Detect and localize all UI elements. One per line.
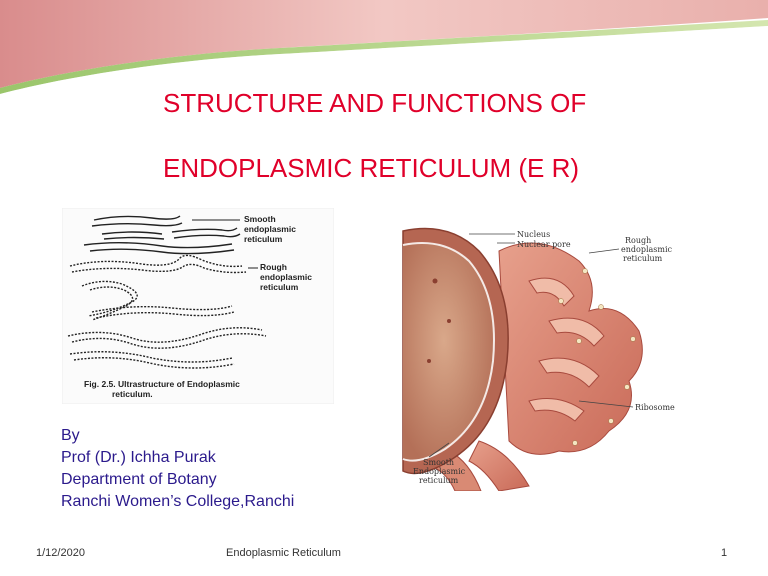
er-line-drawing-figure: Smooth endoplasmic reticulum Rough endop… — [62, 208, 334, 404]
footer-page-number: 1 — [721, 547, 728, 559]
left-fig-label-rough-1: Rough — [260, 262, 287, 272]
banner-white-gap — [0, 26, 768, 100]
er-membrane-folds — [432, 242, 643, 491]
footer-date: 1/12/2020 — [36, 547, 85, 559]
slide-title-line-1: STRUCTURE AND FUNCTIONS OF — [163, 88, 587, 118]
author-department: Department of Botany — [61, 471, 217, 488]
banner-pink-shape — [0, 0, 768, 88]
smooth-er-tubules — [83, 215, 241, 255]
rough-er-cisternae — [67, 254, 267, 369]
figure-leader-lines — [192, 219, 258, 269]
author-by: By — [61, 427, 80, 444]
banner-green-shape — [0, 20, 768, 94]
author-block: By Prof (Dr.) Ichha Purak Department of … — [61, 425, 294, 513]
slide-title-line-2: ENDOPLASMIC RETICULUM (E R) — [163, 153, 580, 183]
left-fig-label-smooth-2: endoplasmic — [244, 224, 296, 234]
right-fig-label-ribosome: Ribosome — [635, 403, 675, 412]
left-fig-label-rough-3: reticulum — [260, 282, 299, 292]
nucleus — [402, 227, 509, 475]
figure-leader-lines — [428, 233, 634, 458]
right-fig-label-rough-2: endoplasmic — [621, 245, 673, 254]
right-fig-label-rough-1: Rough — [625, 236, 651, 245]
author-college: Ranchi Women’s College,Ranchi — [61, 493, 295, 510]
left-fig-label-smooth-3: reticulum — [244, 234, 283, 244]
footer-title: Endoplasmic Reticulum — [226, 547, 341, 559]
decorative-banner — [0, 0, 768, 100]
right-fig-label-smooth-2: Endoplasmic — [413, 467, 466, 476]
left-fig-caption-1: Fig. 2.5. Ultrastructure of Endoplasmic — [84, 379, 240, 389]
ribosome-dots — [558, 268, 636, 446]
er-3d-illustration-figure: Nucleus Nuclear pore Rough endoplasmic r… — [389, 211, 709, 491]
right-fig-label-smooth-3: reticulum — [419, 476, 459, 485]
right-fig-label-rough-3: reticulum — [623, 254, 663, 263]
right-fig-label-nucleus: Nucleus — [517, 230, 550, 239]
right-fig-label-nuclear-pore: Nuclear pore — [517, 240, 571, 249]
author-name: Prof (Dr.) Ichha Purak — [61, 449, 216, 466]
left-fig-label-rough-2: endoplasmic — [260, 272, 312, 282]
right-fig-label-smooth-1: Smooth — [423, 458, 454, 467]
left-fig-caption-2: reticulum. — [112, 389, 153, 399]
left-fig-label-smooth-1: Smooth — [244, 214, 276, 224]
